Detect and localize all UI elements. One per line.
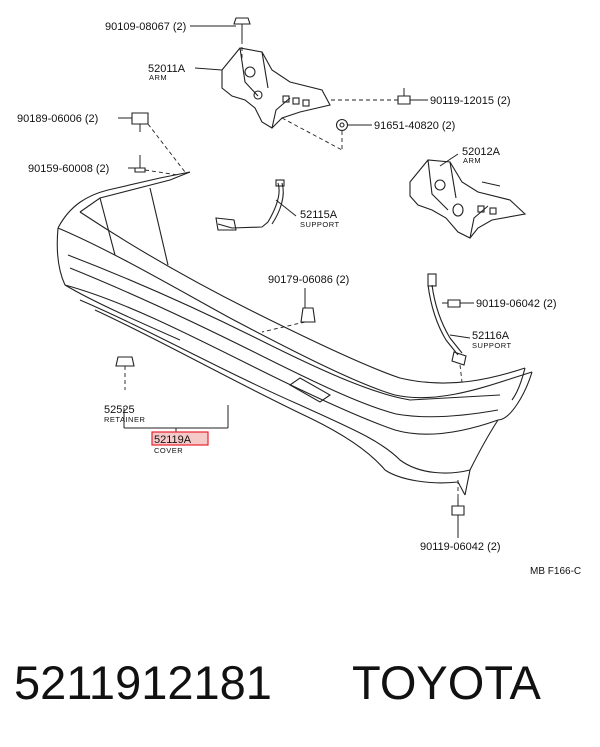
label-52012a: 52012A [462,146,501,158]
label-90119-12015: 90119-12015 (2) [430,95,511,107]
label-91651-40820: 91651-40820 (2) [374,120,455,132]
nut-91651 [335,118,349,132]
clip-90189 [131,112,149,132]
bolt-90109 [233,17,251,40]
label-52011a: 52011A [148,63,186,75]
support-52115a [215,179,285,231]
leader-lines [118,25,501,538]
label-90179-06086: 90179-06086 (2) [268,274,349,286]
label-52011a-desc: ARM [149,73,167,82]
bolt-90119-06042-a [442,299,461,308]
screw-90159 [134,155,146,173]
part-number: 5211912181 [14,656,272,709]
label-52012a-desc: ARM [463,156,481,165]
bolt-90119-06042-b [451,498,465,516]
label-90119-06042-upper: 90119-06042 (2) [476,298,557,310]
arm-52011a [221,47,331,129]
label-52119a-desc: COVER [154,446,183,455]
arm-52012a [409,159,527,239]
label-52116a: 52116A [472,330,510,342]
footer: 5211912181 TOYOTA [0,648,600,718]
label-52115a: 52115A [300,209,338,221]
label-52119a: 52119A [154,434,192,446]
retainer-52525 [115,356,135,367]
label-90189-06006: 90189-06006 (2) [17,113,98,125]
label-52525: 52525 [104,404,135,416]
label-90109-08067: 90109-08067 (2) [105,21,186,33]
diagram-reference: MB F166-C [530,566,581,577]
clip-90179 [300,307,316,323]
label-52116a-desc: SUPPORT [472,341,512,350]
highlight-box [151,431,209,446]
label-90119-06042-lower: 90119-06042 (2) [420,541,501,553]
part-labels: 90109-08067 (2) 52011A ARM 90119-12015 (… [17,21,581,577]
label-52525-desc: RETAINER [104,415,145,424]
support-52116a [427,273,467,366]
brand-name: TOYOTA [352,656,541,709]
bumper-exploded-diagram: 90109-08067 (2) 52011A ARM 90119-12015 (… [17,17,581,577]
bumper-cover [56,171,533,496]
label-52115a-desc: SUPPORT [300,220,340,229]
label-90159-60008: 90159-60008 (2) [28,163,109,175]
bolt-90119-12015 [397,88,411,105]
